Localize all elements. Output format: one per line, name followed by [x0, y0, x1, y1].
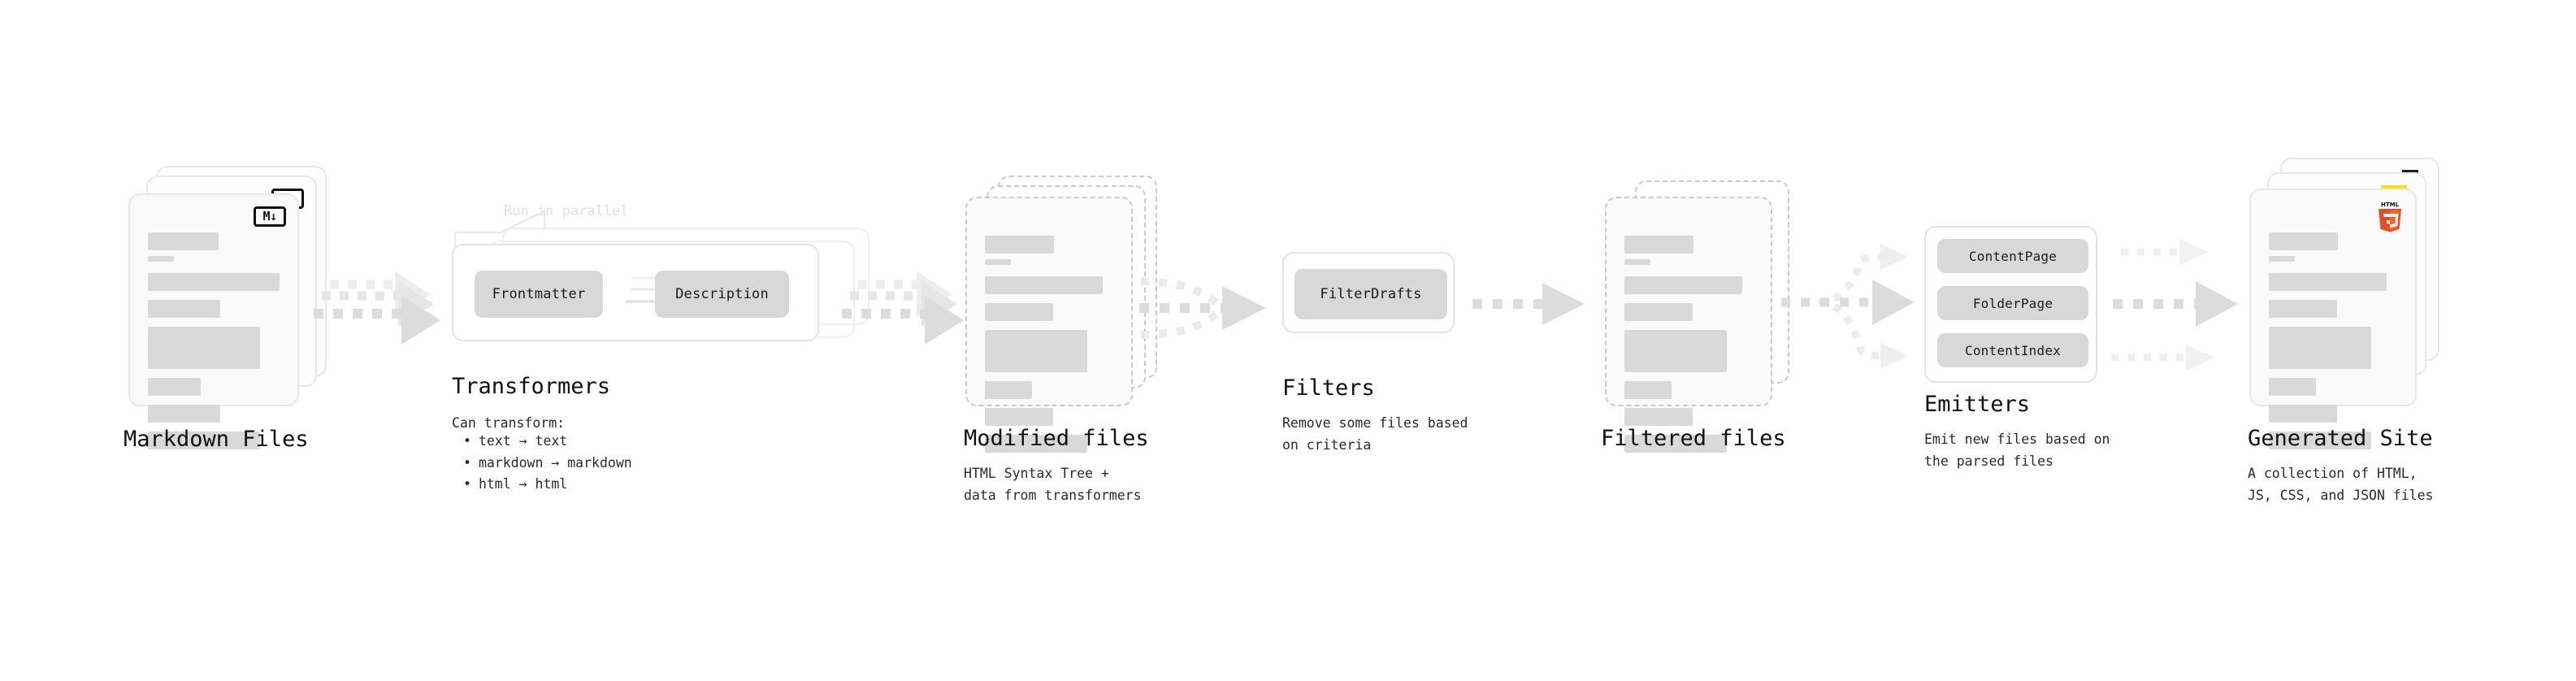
transformers-box: Frontmatter Description	[452, 244, 819, 341]
bullet-item: text → text	[463, 431, 632, 453]
skeleton-bar	[2269, 232, 2339, 250]
site-file-card-html: HTML	[2249, 189, 2417, 449]
stage-title-filters: Filters	[1282, 375, 1375, 401]
skeleton-bar	[985, 303, 1053, 321]
emitters-subtitle: Emit new files based on the parsed files	[1924, 432, 2110, 469]
skeleton-bar	[1624, 259, 1650, 265]
skeleton-bar	[1624, 236, 1694, 254]
markdown-badge: M↓	[254, 206, 286, 227]
document-skeleton	[2269, 232, 2397, 458]
stage-title-markdown-files: Markdown Files	[124, 427, 309, 452]
svg-text:HTML: HTML	[2381, 202, 2400, 208]
document-skeleton	[148, 232, 280, 458]
skeleton-bar	[1624, 435, 1728, 453]
skeleton-bar	[2269, 405, 2337, 423]
generated-site-subtitle: A collection of HTML, JS, CSS, and JSON …	[2248, 466, 2434, 503]
skeleton-bar	[985, 381, 1033, 399]
connector-modified-to-filters	[1136, 254, 1290, 387]
transformers-bullets: text → text markdown → markdown html → h…	[463, 431, 632, 496]
skeleton-bar	[985, 408, 1053, 426]
skeleton-bar	[2269, 256, 2295, 262]
skeleton-bar	[148, 273, 280, 291]
skeleton-bar	[148, 432, 260, 449]
stage-title-generated-site: Generated Site	[2248, 426, 2433, 451]
bullet-item: html → html	[463, 474, 632, 496]
modified-files-subtitle: HTML Syntax Tree + data from transformer…	[964, 466, 1142, 503]
skeleton-bar	[985, 259, 1011, 265]
markdown-file-card-front: M↓	[128, 193, 299, 449]
skeleton-bar	[148, 232, 219, 250]
transformer-pill-description[interactable]: Description	[655, 271, 789, 318]
connector-filters-to-filtered	[1469, 281, 1599, 333]
connector-filtered-to-emitters	[1776, 229, 1927, 379]
skeleton-bar	[148, 405, 221, 423]
skeleton-bar	[148, 256, 175, 262]
skeleton-bar	[2269, 327, 2372, 369]
html5-icon: HTML	[2376, 200, 2404, 232]
transformers-subtitle: Can transform:	[452, 415, 566, 431]
skeleton-bar	[148, 300, 221, 318]
stage-title-emitters: Emitters	[1924, 392, 2031, 417]
stage-title-filtered-files: Filtered files	[1601, 426, 1786, 451]
skeleton-bar	[985, 276, 1104, 294]
filters-box: FilterDrafts	[1282, 252, 1455, 333]
skeleton-bar	[1624, 330, 1728, 372]
skeleton-bar	[1624, 303, 1693, 321]
skeleton-bar	[1624, 408, 1693, 426]
emitter-pill-contentpage[interactable]: ContentPage	[1937, 239, 2088, 273]
bullet-item: markdown → markdown	[463, 453, 632, 475]
document-skeleton	[1624, 236, 1753, 462]
emitter-pill-folderpage[interactable]: FolderPage	[1937, 286, 2088, 320]
emitter-pill-contentindex[interactable]: ContentIndex	[1937, 333, 2088, 367]
modified-file-card-front	[965, 197, 1133, 453]
run-in-parallel-label: Run in parallel	[504, 203, 629, 219]
stage-title-modified-files: Modified files	[964, 426, 1149, 451]
connector-markdown-to-transformers	[307, 271, 453, 359]
skeleton-bar	[2269, 300, 2337, 318]
run-in-parallel-bracket	[453, 198, 665, 258]
skeleton-bar	[985, 435, 1088, 453]
transformer-pill-frontmatter[interactable]: Frontmatter	[475, 271, 603, 318]
filter-pill-filterdrafts[interactable]: FilterDrafts	[1295, 269, 1447, 319]
connector-emitters-to-site	[2110, 231, 2260, 380]
skeleton-bar	[2269, 432, 2372, 449]
skeleton-bar	[2269, 273, 2387, 291]
skeleton-bar	[148, 378, 201, 396]
skeleton-bar	[2269, 378, 2317, 396]
skeleton-bar	[985, 236, 1055, 254]
skeleton-bar	[985, 330, 1088, 372]
skeleton-bar	[1624, 381, 1672, 399]
connector-transformers-to-modified	[835, 271, 982, 359]
filters-subtitle: Remove some files based on criteria	[1282, 415, 1468, 453]
stage-title-transformers: Transformers	[452, 374, 611, 399]
emitters-box: ContentPage FolderPage ContentIndex	[1924, 226, 2097, 383]
filtered-file-card-front	[1605, 197, 1772, 453]
skeleton-bar	[1624, 276, 1743, 294]
skeleton-bar	[148, 327, 260, 369]
document-skeleton	[985, 236, 1113, 462]
